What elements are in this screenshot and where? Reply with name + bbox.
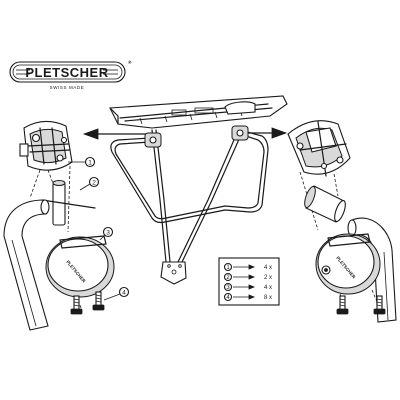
- right-clamp: PLETSCHER: [315, 233, 381, 295]
- callout-2-number: 2: [92, 180, 96, 187]
- left-top-bracket: [19, 120, 73, 171]
- right-screw-a: [336, 295, 349, 315]
- brand-name: PLETSCHER: [25, 65, 108, 80]
- callout-1-number: 1: [88, 160, 92, 167]
- callout-3: 3: [99, 226, 114, 241]
- parts-legend: 1 4 x 2 2 x 3 4 x 4 8 x: [218, 257, 280, 306]
- legend-qty-3: 4 x: [264, 285, 272, 291]
- callout-2: 2: [79, 176, 100, 191]
- rack-frame: [110, 125, 269, 285]
- frame-sleeve-left: [144, 132, 162, 148]
- legend-qty-2: 2 x: [264, 275, 272, 281]
- legend-qty-1: 4 x: [264, 265, 272, 271]
- callout-1: 1: [68, 156, 96, 168]
- left-spacer: [41, 180, 96, 226]
- left-arrow: [82, 128, 151, 140]
- left-stay-tube: [3, 199, 50, 331]
- legend-num-1: 1: [226, 265, 230, 271]
- rack-platform: [109, 95, 288, 129]
- left-clamp: PLETSCHER: [45, 235, 115, 298]
- legend-num-3: 3: [226, 285, 230, 291]
- registered-mark: ®: [128, 59, 132, 65]
- brand-logo: PLETSCHER ® SWISS MADE: [9, 59, 132, 90]
- left-screw-a: [70, 295, 83, 315]
- frame-sleeve-right: [231, 125, 249, 141]
- right-screw-b: [373, 295, 386, 315]
- left-screw-b: [92, 291, 105, 311]
- callout-3-number: 3: [106, 230, 110, 237]
- legend-row-4: 4 8 x: [223, 292, 272, 302]
- legend-row-1: 1 4 x: [223, 262, 272, 272]
- legend-qty-4: 8 x: [264, 295, 272, 301]
- legend-row-3: 3 4 x: [223, 282, 272, 292]
- legend-row-2: 2 2 x: [223, 272, 272, 282]
- legend-num-2: 2: [226, 275, 230, 281]
- callout-4: 4: [103, 286, 130, 301]
- callout-4-number: 4: [122, 290, 126, 297]
- right-top-bracket: [287, 120, 351, 177]
- brand-tagline: SWISS MADE: [50, 85, 85, 90]
- right-spacer: [304, 185, 346, 223]
- legend-num-4: 4: [226, 295, 230, 301]
